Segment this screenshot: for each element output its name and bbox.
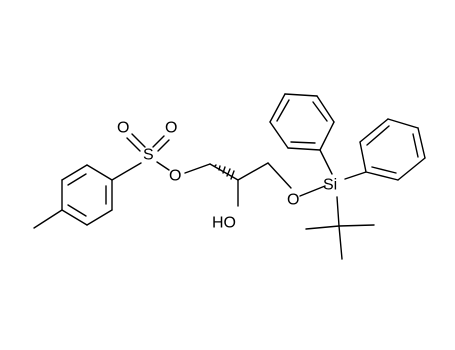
silicon-tbutyl-bond bbox=[336, 196, 340, 227]
chiral-ch2-bond bbox=[237, 162, 269, 181]
methyl-bond bbox=[33, 209, 63, 229]
silicon-label: Si bbox=[323, 177, 337, 194]
ch2-silyl-oxygen-bond bbox=[267, 162, 292, 189]
sulfonyl-oxygen-1-label: O bbox=[117, 120, 129, 137]
sulfonyl-double-bonds bbox=[126, 133, 170, 152]
ester-o-ch2-bond bbox=[184, 163, 211, 174]
hydroxyl-label: HO bbox=[212, 215, 236, 232]
tert-butyl-group bbox=[305, 224, 375, 260]
oxygen-silicon-bond bbox=[299, 185, 326, 197]
silicon-phenyl-1-bond bbox=[319, 149, 333, 175]
sulfur-label: S bbox=[143, 147, 154, 164]
tolyl-ring bbox=[61, 164, 113, 226]
hashed-wedge bbox=[214, 164, 235, 180]
silyl-ether-oxygen-label: O bbox=[287, 192, 299, 209]
sulfur-oxygen-bond bbox=[156, 161, 170, 171]
aryl-sulfur-bond bbox=[111, 162, 142, 181]
ester-oxygen-label: O bbox=[169, 168, 181, 185]
sulfonyl-oxygen-2-label: O bbox=[165, 120, 177, 137]
silicon-phenyl-2-bond bbox=[344, 171, 367, 180]
phenyl-ring-2 bbox=[359, 118, 426, 181]
phenyl-ring-1 bbox=[269, 93, 335, 151]
